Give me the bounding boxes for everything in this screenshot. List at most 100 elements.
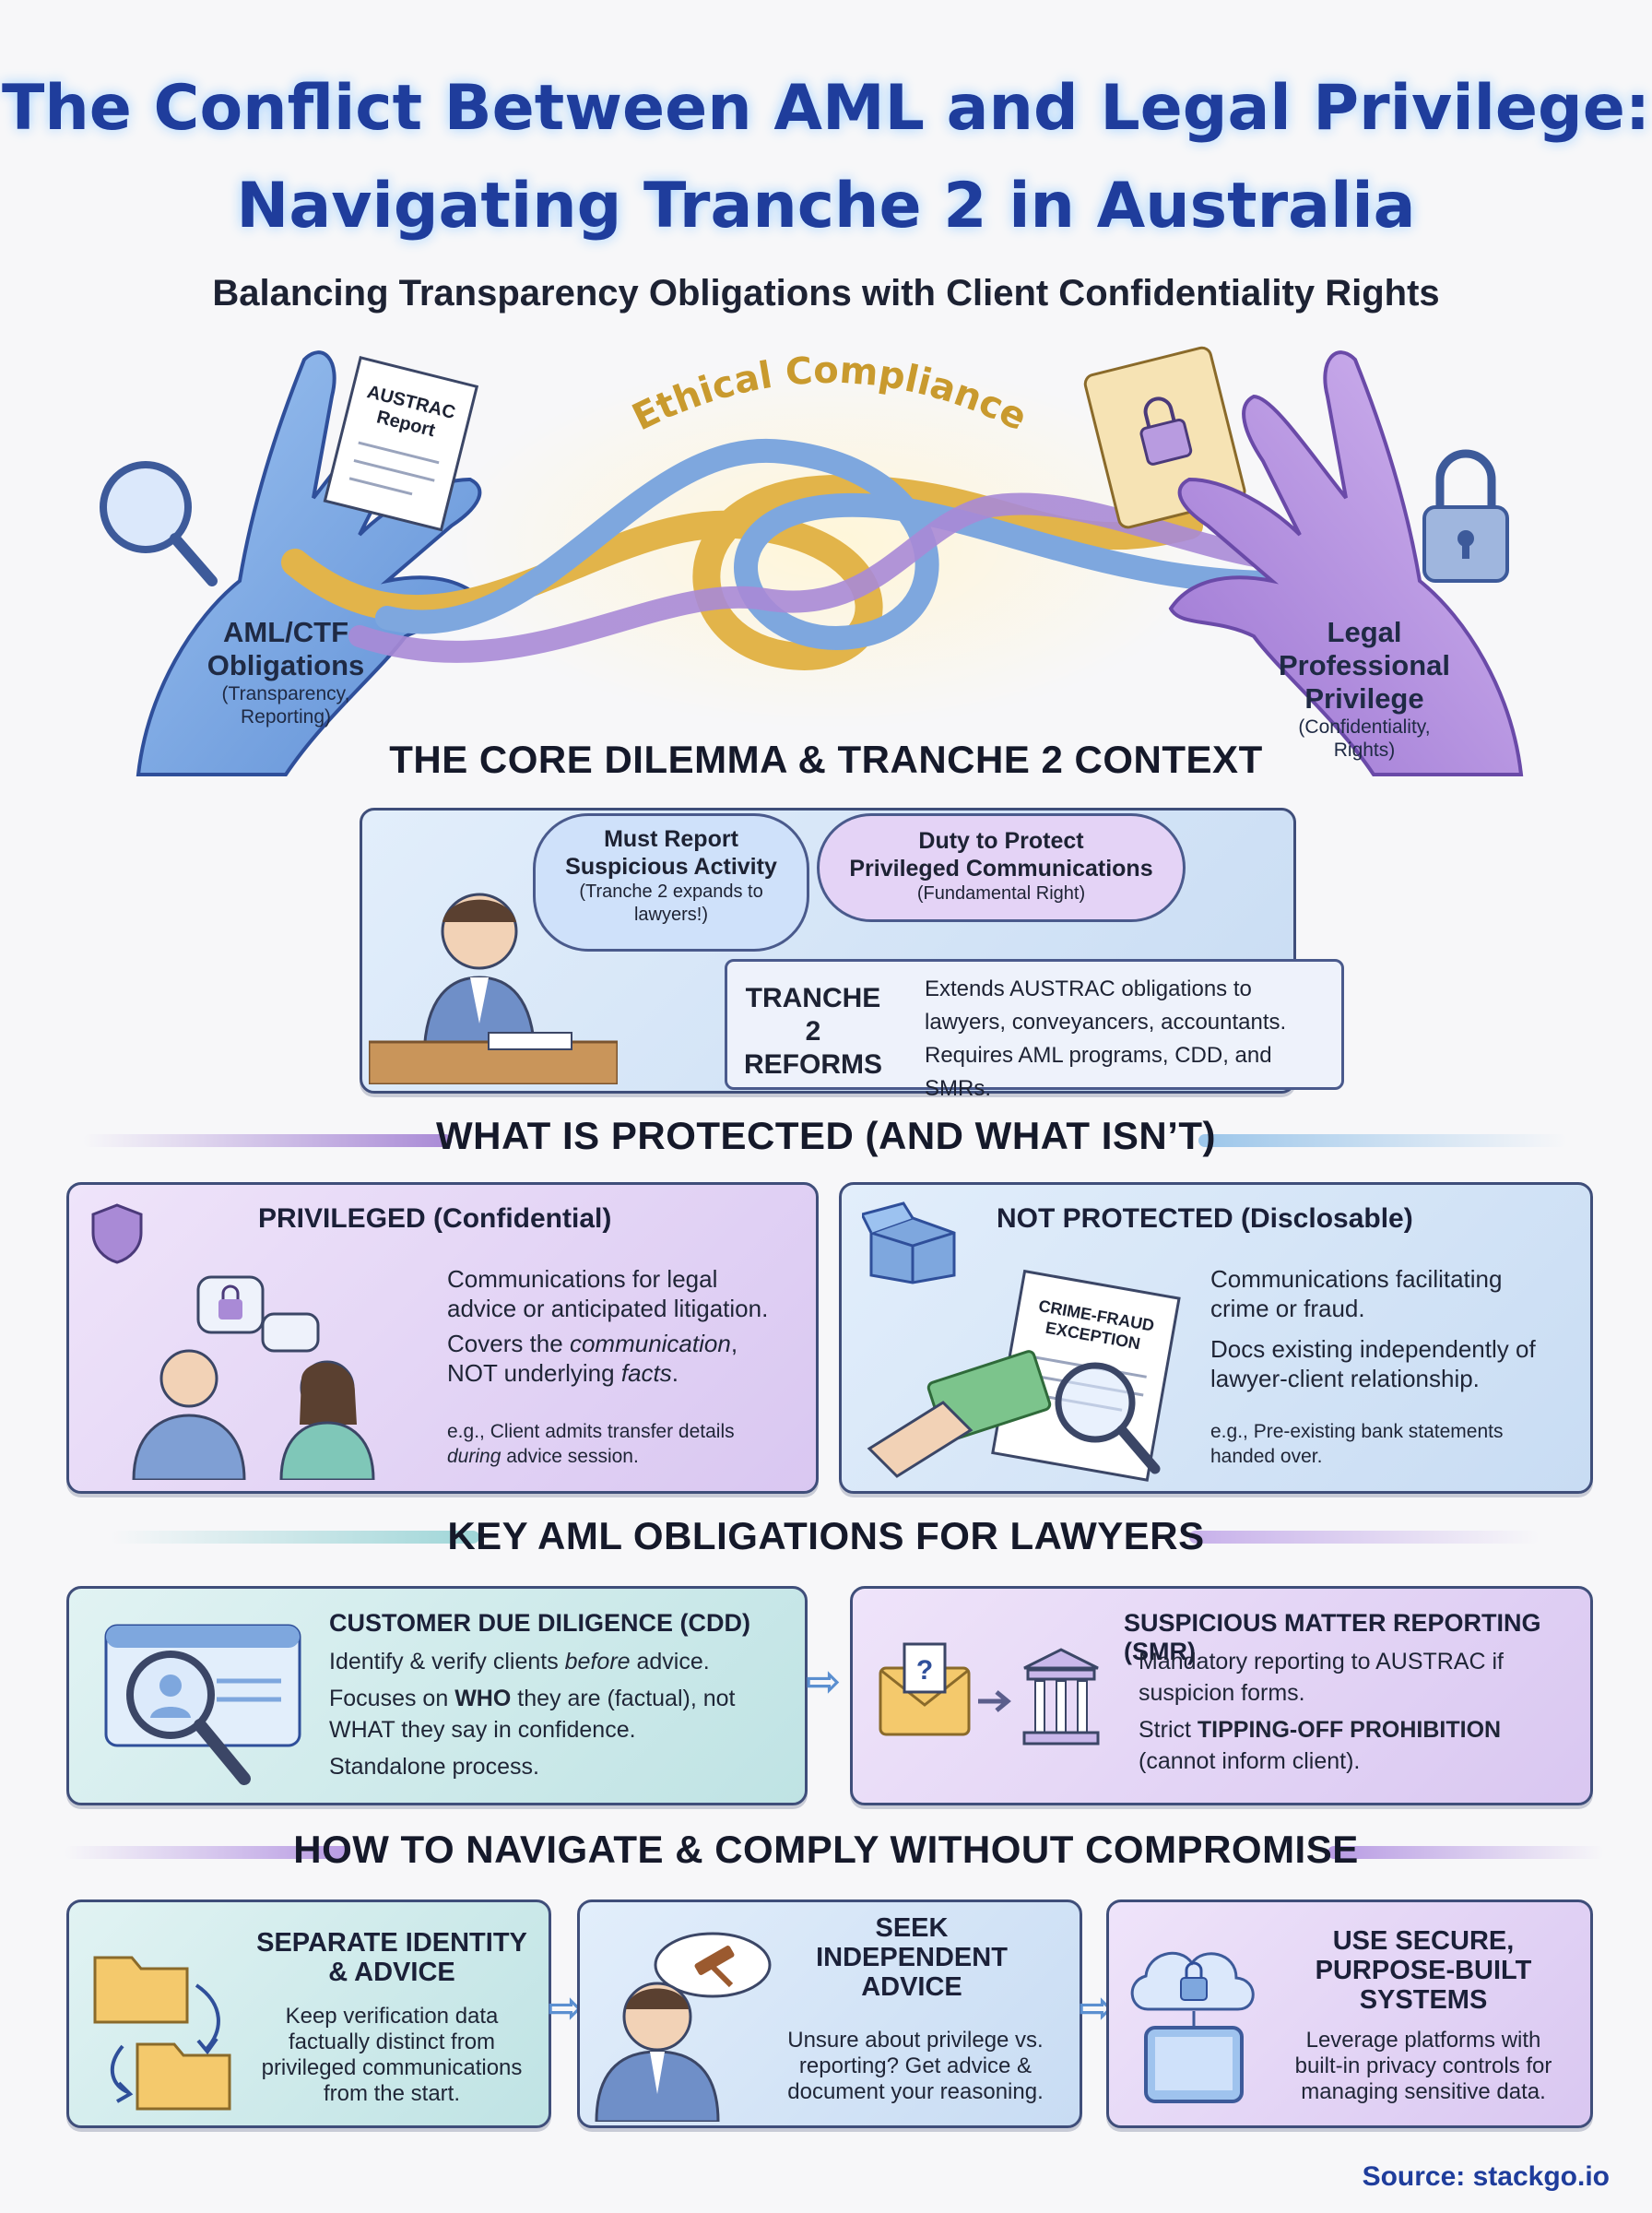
client-meeting-icon [132, 1275, 375, 1480]
privileged-note-1: e.g., Client admits transfer details [447, 1421, 735, 1442]
duty-protect-line-3: (Fundamental Right) [916, 883, 1086, 904]
smr-line-3strong: TIPPING-OFF PROHIBITION [1197, 1717, 1502, 1743]
card2-line-3: document your reasoning. [787, 2079, 1044, 2104]
separate-identity-card: SEPARATE IDENTITY & ADVICE Keep verifica… [66, 1899, 551, 2128]
cdd-line-3: WHAT they say in confidence. [329, 1717, 636, 1743]
divider-navigate-right [1328, 1846, 1604, 1859]
not-protected-title: NOT PROTECTED (Disclosable) [997, 1203, 1413, 1234]
smr-line-2: suspicion forms. [1139, 1680, 1305, 1706]
core-dilemma-heading: THE CORE DILEMMA & TRANCHE 2 CONTEXT [389, 738, 1263, 781]
card3-body: Leverage platforms with built-in privacy… [1271, 2028, 1575, 2105]
privileged-note: e.g., Client admits transfer details dur… [447, 1419, 807, 1469]
navigate-heading: HOW TO NAVIGATE & COMPLY WITHOUT COMPROM… [293, 1828, 1359, 1871]
privileged-p1a: Communications for legal [447, 1265, 718, 1293]
smr-title: SUSPICIOUS MATTER REPORTING (SMR) [1124, 1609, 1541, 1665]
privileged-p3em: facts [620, 1359, 672, 1387]
source-credit: Source: stackgo.io [1362, 2161, 1610, 2192]
card1-title-1: SEPARATE IDENTITY [256, 1928, 527, 1958]
privileged-note-2: during advice session. [447, 1444, 807, 1469]
advisor-gavel-icon [595, 1932, 772, 2122]
duty-protect-bubble: Duty to Protect Privileged Communication… [817, 813, 1186, 922]
card1-line-2: factually distinct from [288, 2030, 496, 2054]
privileged-note-2b: advice session. [501, 1446, 639, 1467]
aml-ctf-label: AML/CTF Obligations (Transparency, Repor… [148, 616, 424, 728]
aml-ctf-title-2: Obligations [206, 649, 365, 681]
smr-line-4: (cannot inform client). [1139, 1748, 1361, 1774]
privileged-note-em: during [447, 1446, 502, 1467]
card3-title-3: SYSTEMS [1359, 1985, 1488, 2015]
privileged-p2: Covers the communication, [447, 1329, 807, 1358]
not-protected-note: e.g., Pre-existing bank statements hande… [1210, 1419, 1579, 1469]
card2-title-1: SEEK [875, 1913, 949, 1943]
protected-heading: WHAT IS PROTECTED (AND WHAT ISN’T) [435, 1114, 1217, 1157]
envelope-to-bank-icon: ? [879, 1642, 1100, 1746]
card2-title-2: INDEPENDENT [816, 1943, 1008, 1972]
privileged-title: PRIVILEGED (Confidential) [258, 1203, 612, 1234]
tranche2-line-2: lawyers, conveyancers, accountants. [925, 1010, 1287, 1035]
must-report-line-2: Suspicious Activity [565, 854, 777, 880]
shield-icon [91, 1203, 143, 1264]
id-verification-icon [104, 1624, 301, 1785]
lawyer-at-desk-icon [369, 893, 618, 1084]
smr-line-3a: Strict [1139, 1717, 1198, 1743]
legal-privilege-label: Legal Professional Privilege (Confidenti… [1226, 616, 1503, 762]
must-report-line-4: lawyers!) [633, 905, 708, 925]
arrow-right-icon: ⇨ [806, 1657, 842, 1705]
secure-systems-card: USE SECURE, PURPOSE-BUILT SYSTEMS Levera… [1106, 1899, 1593, 2128]
cdd-line-1: Identify & verify clients before advice. [329, 1646, 790, 1677]
divider-navigate-left [65, 1846, 350, 1859]
smr-line-3: Strict TIPPING-OFF PROHIBITION [1139, 1714, 1581, 1746]
open-box-icon [862, 1201, 956, 1284]
privileged-p2b: , [730, 1330, 738, 1357]
cdd-line-2strong: WHO [454, 1686, 512, 1711]
svg-text:?: ? [916, 1655, 933, 1686]
legal-privilege-title-1: Legal [1327, 616, 1402, 648]
not-protected-note-1: e.g., Pre-existing bank statements [1210, 1421, 1504, 1442]
cdd-line-2a: Focuses on [329, 1686, 455, 1711]
privileged-body: Communications for legal advice or antic… [447, 1264, 807, 1388]
divider-left [83, 1134, 452, 1147]
smr-line-1: Mandatory reporting to AUSTRAC if [1139, 1649, 1504, 1675]
privileged-p3a: NOT underlying [447, 1359, 621, 1387]
card3-line-2: built-in privacy controls for [1294, 2053, 1552, 2078]
privileged-p1b: advice or anticipated litigation. [447, 1295, 769, 1322]
divider-obligations-right [1189, 1531, 1540, 1544]
aml-ctf-sub-1: (Transparency, [221, 683, 350, 704]
smr-body: Mandatory reporting to AUSTRAC if suspic… [1139, 1646, 1581, 1777]
page-title-line-2: Navigating Tranche 2 in Australia [236, 170, 1416, 243]
card2-line-2: reporting? Get advice & [798, 2053, 1032, 2078]
not-protected-p2b: lawyer-client relationship. [1210, 1365, 1480, 1392]
duty-protect-line-2: Privileged Communications [849, 856, 1153, 882]
aml-ctf-title-1: AML/CTF [222, 616, 349, 648]
tranche2-body: Extends AUSTRAC obligations to lawyers, … [925, 973, 1330, 1106]
legal-privilege-sub-1: (Confidentiality, [1298, 716, 1431, 738]
tranche2-line-3: Requires AML programs, CDD, and SMRs. [925, 1043, 1272, 1101]
not-protected-p1a: Communications facilitating [1210, 1265, 1503, 1293]
not-protected-panel: NOT PROTECTED (Disclosable) CRIME-FRAUD … [839, 1182, 1593, 1494]
card2-body: Unsure about privilege vs. reporting? Ge… [777, 2028, 1054, 2105]
crime-fraud-document-icon: CRIME-FRAUD EXCEPTION [867, 1269, 1181, 1482]
right-hand-icon [1168, 350, 1524, 776]
card3-line-1: Leverage platforms with [1305, 2028, 1541, 2053]
tranche2-title-2: REFORMS [744, 1049, 882, 1080]
divider-right [1198, 1134, 1567, 1147]
not-protected-p1b: crime or fraud. [1210, 1295, 1365, 1322]
duty-protect-line-1: Duty to Protect [918, 828, 1084, 854]
page-title-line-1: The Conflict Between AML and Legal Privi… [1, 72, 1651, 145]
divider-obligations-left [111, 1531, 479, 1544]
legal-privilege-title-2: Professional [1278, 649, 1451, 681]
privileged-p2em: communication [569, 1330, 731, 1357]
cdd-line-1em: before [564, 1649, 631, 1675]
must-report-bubble: Must Report Suspicious Activity (Tranche… [533, 813, 809, 952]
not-protected-note-2: handed over. [1210, 1446, 1323, 1467]
must-report-line-1: Must Report [604, 826, 738, 852]
legal-privilege-title-3: Privilege [1304, 682, 1424, 715]
cloud-lock-icon [1130, 1951, 1255, 2103]
hero-illustration: AUSTRAC Report Ethical Compliance [100, 346, 1524, 776]
card3-title-2: PURPOSE-BUILT [1315, 1956, 1532, 1985]
austrac-report-icon: AUSTRAC Report [323, 356, 479, 532]
must-report-line-3: (Tranche 2 expands to [579, 882, 763, 902]
card2-title: SEEK INDEPENDENT ADVICE [783, 1913, 1041, 2002]
card1-title: SEPARATE IDENTITY & ADVICE [254, 1928, 530, 1987]
smr-panel: ? SUSPICIOUS MATTER REPORTING (SMR) Mand… [850, 1586, 1593, 1805]
